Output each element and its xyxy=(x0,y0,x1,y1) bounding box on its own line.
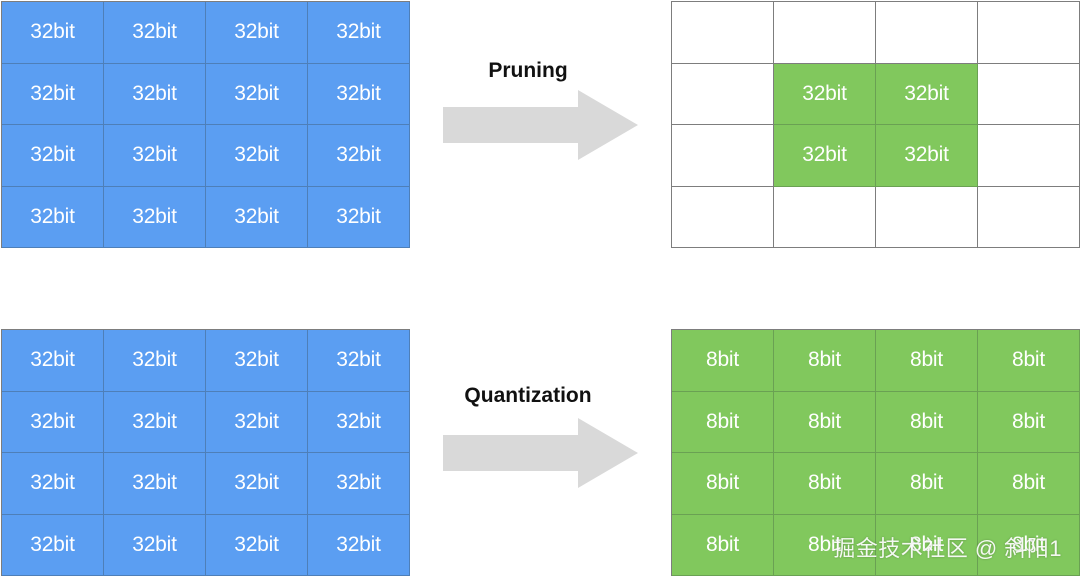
pruning-source-cell: 32bit xyxy=(104,63,206,125)
pruning-source-cell: 32bit xyxy=(2,186,104,248)
pruning-source-cell: 32bit xyxy=(308,63,410,125)
quantization-source-cell: 32bit xyxy=(206,453,308,515)
quantization-result-cell: 8bit xyxy=(876,453,978,515)
quantization-source-cell: 32bit xyxy=(206,391,308,453)
pruning-result-cell xyxy=(774,186,876,248)
pruning-result-cell xyxy=(978,125,1080,187)
pruning-source-cell: 32bit xyxy=(2,125,104,187)
quantization-source-cell: 32bit xyxy=(104,330,206,392)
quantization-source-cell: 32bit xyxy=(2,514,104,576)
pruning-source-cell: 32bit xyxy=(206,186,308,248)
pruning-source-cell: 32bit xyxy=(104,125,206,187)
quantization-result-cell: 8bit xyxy=(672,330,774,392)
quantization-result-cell: 8bit xyxy=(876,391,978,453)
quantization-result-cell: 8bit xyxy=(774,453,876,515)
pruning-result-cell xyxy=(672,125,774,187)
pruning-source-cell: 32bit xyxy=(206,125,308,187)
pruning-result-cell: 32bit xyxy=(876,63,978,125)
quantization-result-cell: 8bit xyxy=(774,330,876,392)
quantization-source-cell: 32bit xyxy=(104,453,206,515)
pruning-result-cell: 32bit xyxy=(774,125,876,187)
pruning-result-cell xyxy=(876,186,978,248)
quantization-label: Quantization xyxy=(464,384,592,407)
quantization-source-cell: 32bit xyxy=(2,330,104,392)
quantization-result-cell: 8bit xyxy=(876,514,978,576)
pruning-result-cell xyxy=(978,2,1080,64)
watermark: 掘金技术社区 @ 斜阳1 xyxy=(833,536,1062,561)
pruning-result-cell xyxy=(774,2,876,64)
quantization-result-cell: 8bit xyxy=(672,391,774,453)
pruning-source-cell: 32bit xyxy=(104,2,206,64)
pruning-source-cell: 32bit xyxy=(2,2,104,64)
pruning-result-cell xyxy=(672,186,774,248)
pruning-result-cell xyxy=(672,63,774,125)
quantization-source-cell: 32bit xyxy=(206,514,308,576)
pruning-source-cell: 32bit xyxy=(206,63,308,125)
quantization-result-cell: 8bit xyxy=(978,330,1080,392)
quantization-result-cell: 8bit xyxy=(978,453,1080,515)
pruning-result-cell: 32bit xyxy=(774,63,876,125)
pruning-label: Pruning xyxy=(488,59,568,82)
pruning-source-cell: 32bit xyxy=(308,125,410,187)
quantization-source-cell: 32bit xyxy=(104,514,206,576)
pruning-source-cell: 32bit xyxy=(2,63,104,125)
pruning-source-cell: 32bit xyxy=(308,186,410,248)
pruning-result-cell xyxy=(978,186,1080,248)
pruning-source-cell: 32bit xyxy=(104,186,206,248)
quantization-result-cell: 8bit xyxy=(876,330,978,392)
quantization-result-cell: 8bit xyxy=(774,514,876,576)
pruning-source-cell: 32bit xyxy=(206,2,308,64)
quantization-source-cell: 32bit xyxy=(308,391,410,453)
pruning-result-cell xyxy=(672,2,774,64)
quantization-source-cell: 32bit xyxy=(206,330,308,392)
quantization-source-cell: 32bit xyxy=(104,391,206,453)
pruning-result-cell xyxy=(978,63,1080,125)
quantization-source-cell: 32bit xyxy=(2,453,104,515)
quantization-result-cell: 8bit xyxy=(672,514,774,576)
quantization-source-cell: 32bit xyxy=(308,453,410,515)
quantization-result-cell: 8bit xyxy=(672,453,774,515)
quantization-source-cell: 32bit xyxy=(308,514,410,576)
pruning-arrow-icon xyxy=(443,90,638,160)
quantization-arrow-icon xyxy=(443,418,638,488)
quantization-source-cell: 32bit xyxy=(2,391,104,453)
quantization-result-cell: 8bit xyxy=(978,514,1080,576)
quantization-source-cell: 32bit xyxy=(308,330,410,392)
quantization-result-cell: 8bit xyxy=(978,391,1080,453)
pruning-result-cell xyxy=(876,2,978,64)
quantization-result-cell: 8bit xyxy=(774,391,876,453)
pruning-result-cell: 32bit xyxy=(876,125,978,187)
pruning-source-cell: 32bit xyxy=(308,2,410,64)
